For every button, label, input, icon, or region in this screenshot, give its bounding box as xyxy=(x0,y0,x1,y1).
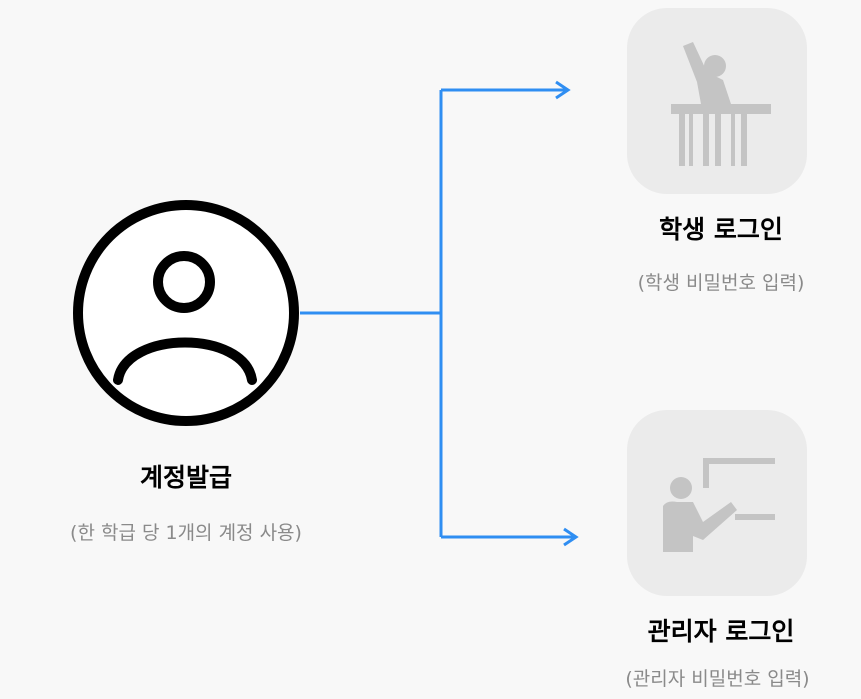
user-circle-icon xyxy=(73,200,299,426)
student-login-title: 학생 로그인 xyxy=(659,215,783,244)
arrow-head-admin xyxy=(563,527,579,547)
account-node xyxy=(68,200,304,436)
student-desk-icon xyxy=(671,42,771,166)
account-subtitle: (한 학급 당 1개의 계정 사용) xyxy=(70,522,302,544)
student-login-tile[interactable] xyxy=(627,8,807,194)
student-login-subtitle: (학생 비밀번호 입력) xyxy=(637,272,805,294)
arrow-head-student xyxy=(555,80,571,100)
admin-login-subtitle: (관리자 비밀번호 입력) xyxy=(625,668,810,690)
admin-login-tile[interactable] xyxy=(627,410,807,596)
teacher-board-icon xyxy=(663,458,775,552)
admin-login-title: 관리자 로그인 xyxy=(647,617,795,646)
account-title: 계정발급 xyxy=(139,463,232,492)
